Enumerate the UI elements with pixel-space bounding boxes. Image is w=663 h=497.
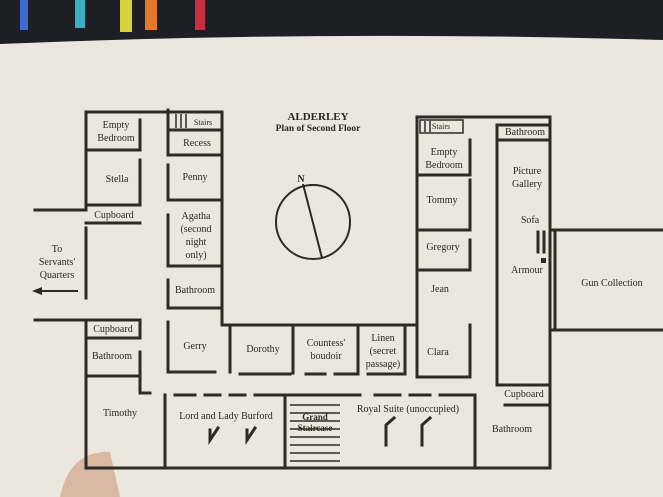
room-label: Tommy [427,195,458,206]
room-label: Bathroom [175,285,215,296]
room-label: Timothy [103,408,137,419]
room-label: night [186,237,207,248]
room-label: Cupboard [94,210,133,221]
room-label: Jean [431,284,449,295]
finger [60,451,120,497]
room-label: Recess [183,138,211,149]
room-label: Linen [371,333,394,344]
room-label: Bedroom [97,133,134,144]
room-label: boudoir [310,351,342,362]
room-label: Armour [511,265,543,276]
room-label: Gallery [512,179,542,190]
room-label: Grand [302,412,328,422]
room-label: Countess' [307,338,346,349]
room-label: (secret [370,346,397,357]
room-label: Stairs [194,118,212,127]
room-label: Empty [431,147,458,158]
plan-title: ALDERLEY [287,111,348,123]
room-label: Gun Collection [581,278,642,289]
room-label: Cupboard [93,324,132,335]
labels: ALDERLEY Plan of Second Floor To Servant… [39,111,643,435]
room-label: (second [180,224,211,235]
room-label: Stairs [432,122,450,131]
room-label: Royal Suite (unoccupied) [357,404,459,415]
room-label: Gregory [426,242,459,253]
room-label: Agatha [182,211,211,222]
room-label: Bedroom [425,160,462,171]
room-label: Gerry [183,341,206,352]
room-label: Bathroom [92,351,132,362]
room-label: Bathroom [492,424,532,435]
room-label: Staircase [298,423,333,433]
room-label: Dorothy [246,344,279,355]
room-label: Lord and Lady Burford [179,411,273,422]
exit-label: Quarters [40,270,75,281]
exit-label: To [52,244,62,255]
room-label: passage) [366,359,400,370]
room-label: Stella [106,174,129,185]
walls [33,108,663,470]
exit-arrow-icon [32,287,78,295]
room-label: Picture [513,166,542,177]
compass-icon: N [275,174,351,260]
room-label: Clara [427,347,449,358]
compass-label: N [297,174,305,185]
room-label: Empty [103,120,130,131]
room-label: only) [185,250,206,261]
room-label: Sofa [521,215,540,226]
plan-subtitle: Plan of Second Floor [276,124,361,134]
exit-label: Servants' [39,257,75,268]
room-label: Penny [183,172,208,183]
room-label: Cupboard [504,389,543,400]
room-label: Bathroom [505,127,545,138]
